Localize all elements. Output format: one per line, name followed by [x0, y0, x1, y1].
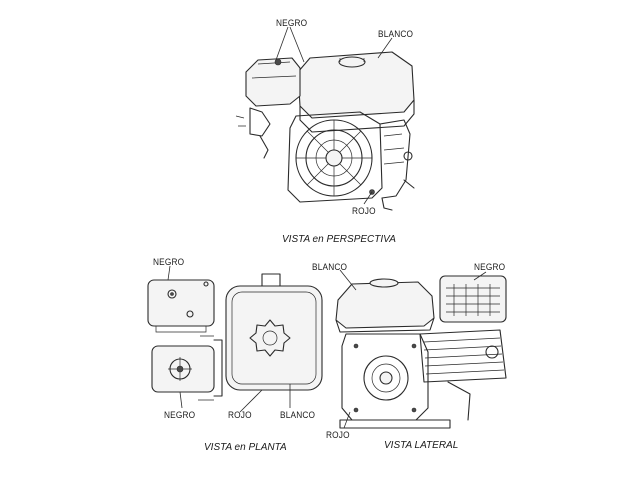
- persp-blanco-label: BLANCO: [378, 29, 414, 39]
- leader-lines: [167, 26, 487, 429]
- caption-perspective: VISTA en PERSPECTIVA: [282, 234, 396, 245]
- plan-negro-bottom-label: NEGRO: [164, 410, 196, 420]
- side-view-engine: [335, 275, 507, 429]
- side-blanco-label: BLANCO: [312, 262, 348, 272]
- plan-blanco-label: BLANCO: [280, 410, 316, 420]
- persp-negro-label: NEGRO: [276, 18, 308, 28]
- plan-view-engine: [147, 273, 323, 401]
- plan-negro-top-label: NEGRO: [153, 257, 185, 267]
- caption-plan: VISTA en PLANTA: [204, 442, 287, 453]
- perspective-view-engine: [235, 51, 415, 211]
- persp-rojo-label: ROJO: [352, 206, 376, 216]
- side-negro-label: NEGRO: [474, 262, 506, 272]
- side-rojo-label: ROJO: [326, 430, 350, 440]
- plan-rojo-label: ROJO: [228, 410, 252, 420]
- caption-lateral: VISTA LATERAL: [384, 440, 459, 451]
